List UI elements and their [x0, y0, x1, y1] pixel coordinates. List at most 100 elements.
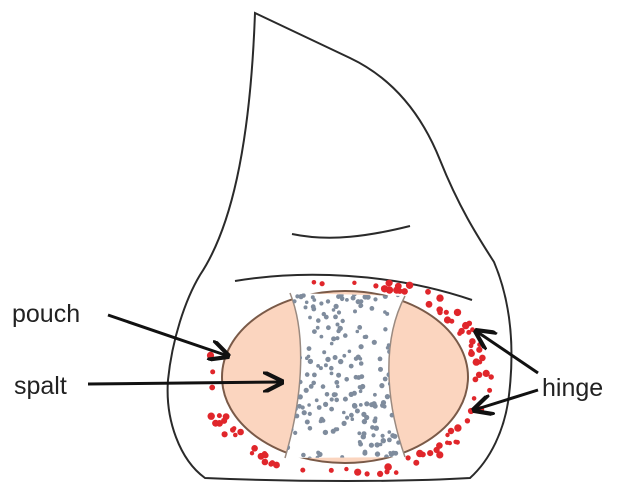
spalt-dot [351, 296, 356, 301]
hinge-dot [394, 470, 399, 475]
spalt-dot [351, 417, 355, 421]
hinge-dot [209, 385, 215, 391]
spalt-dot [336, 385, 340, 389]
hinge-dot [210, 369, 215, 374]
hinge-dot [462, 322, 469, 329]
spalt-dot [354, 375, 359, 380]
spalt-dot [301, 405, 305, 409]
hinge-dot [237, 429, 244, 436]
spalt-dot [298, 288, 302, 292]
spalt-dot [304, 388, 309, 393]
hinge-dot [487, 388, 492, 393]
hinge-dot [207, 352, 214, 359]
spalt-dot [298, 294, 303, 299]
hinge-dot [320, 281, 325, 286]
spalt-dot [385, 394, 390, 399]
arrow-pouch [108, 315, 228, 356]
spalt-dot [305, 420, 310, 425]
spalt-dot [308, 359, 313, 364]
spalt-dot [324, 363, 328, 367]
spalt-dot [342, 354, 346, 358]
spalt-dot [324, 315, 329, 320]
spalt-dot [335, 336, 339, 340]
hinge-dot [233, 433, 238, 438]
spalt-dot [316, 326, 320, 330]
spalt-dot [349, 413, 354, 418]
hinge-dot [377, 471, 383, 477]
arrow-spalt [88, 382, 282, 384]
spalt-dot [315, 398, 319, 402]
spalt-dot [298, 394, 303, 399]
spalt-dot [338, 359, 343, 364]
spalt-dot [372, 340, 377, 345]
spalt-dot [323, 430, 328, 435]
hinge-dot [406, 282, 413, 289]
spalt-dot [392, 434, 397, 439]
hinge-dot [426, 301, 433, 308]
spalt-dot [358, 442, 363, 447]
spalt-dot [309, 384, 314, 389]
spalt-dot [325, 392, 330, 397]
spalt-dot [359, 374, 364, 379]
hinge-dot [473, 377, 479, 383]
spalt-dot [326, 299, 330, 303]
spalt-dot [308, 412, 312, 416]
spalt-dot [338, 326, 343, 331]
spalt-dot [364, 401, 369, 406]
hinge-dot [427, 450, 433, 456]
hinge-dot [425, 289, 431, 295]
hinge-dot [455, 440, 460, 445]
hinge-dot [373, 283, 378, 288]
spalt-dot [359, 385, 363, 389]
spalt-dot [348, 350, 352, 354]
hinge-dot [454, 424, 461, 431]
spalt-dot [359, 344, 364, 349]
hinge-dot [232, 426, 237, 431]
spalt-dot [356, 355, 361, 360]
spalt-dot [373, 297, 377, 301]
spalt-dot [396, 293, 400, 297]
spalt-dot [357, 431, 361, 435]
spalt-dot [322, 350, 326, 354]
spalt-dot [357, 325, 362, 330]
spalt-dot [386, 346, 390, 350]
hinge-dot [217, 413, 222, 418]
spalt-dot [359, 303, 363, 307]
spalt-dot [373, 404, 378, 409]
hinge-dot [413, 460, 419, 466]
spalt-dot [362, 419, 367, 424]
spalt-dot [352, 403, 357, 408]
spalt-dot [301, 453, 306, 458]
hinge-dot [250, 451, 254, 455]
spalt-dot [320, 335, 324, 339]
spalt-dot [305, 356, 309, 360]
spalt-dot [379, 383, 384, 388]
hinge-dot [477, 342, 482, 347]
spalt-dot [378, 367, 383, 372]
hinge-dot [449, 319, 454, 324]
hinge-dot [212, 420, 219, 427]
spalt-dot [373, 393, 377, 397]
spalt-dot [330, 397, 334, 401]
transverse-line [292, 226, 410, 238]
hinge-dot [448, 441, 452, 445]
hinge-dot [472, 396, 477, 401]
hinge-dot [406, 455, 411, 460]
spalt-dot [359, 361, 364, 366]
spalt-dot [307, 403, 311, 407]
spalt-dot [361, 434, 366, 439]
spalt-dot [311, 304, 316, 309]
hinge-dot [251, 445, 258, 452]
spalt-dot [334, 380, 339, 385]
spalt-dot [361, 412, 366, 417]
spalt-dot [345, 416, 349, 420]
hinge-dot [352, 281, 356, 285]
spalt-dot [308, 426, 313, 431]
spalt-dot [375, 442, 380, 447]
spalt-dot [308, 316, 312, 320]
spalt-dot [337, 310, 341, 314]
hinge-dot [468, 408, 474, 414]
hinge-dot [300, 468, 305, 473]
hinge-dot [469, 343, 474, 348]
label-hinge: hinge [542, 374, 603, 402]
